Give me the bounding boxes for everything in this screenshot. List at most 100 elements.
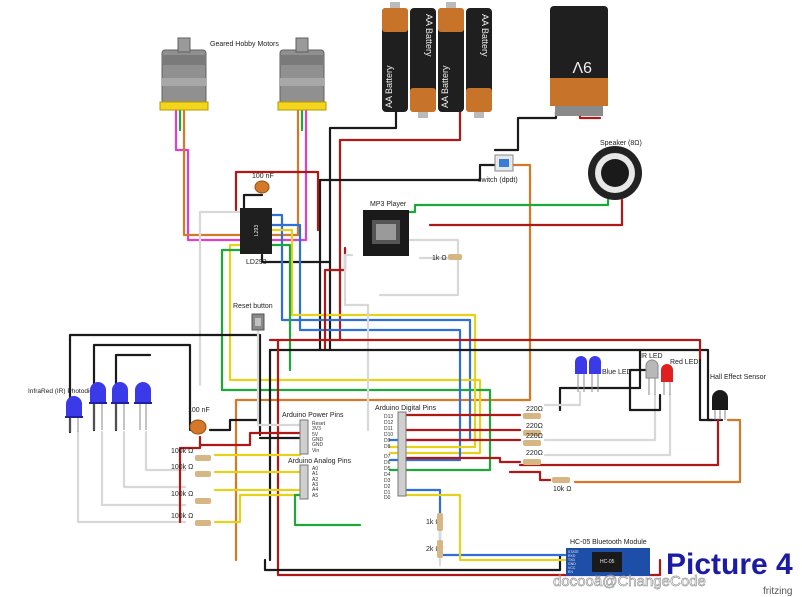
wire-bt-yellow (398, 493, 567, 562)
cap1-label: 100 nF (252, 173, 274, 180)
wire-speaker-green (403, 198, 610, 214)
ir-led-label: IR LED (640, 353, 663, 360)
wire-hall-red (518, 418, 720, 467)
wire-ld293-red-top (234, 170, 320, 232)
wire-9v-black (493, 110, 558, 152)
wire-switch-black (318, 163, 497, 352)
blue-led-label: Blue LED (602, 369, 632, 376)
svg-text:L293: L293 (254, 225, 260, 236)
aa-battery-1: AA Battery (382, 2, 408, 112)
svg-text:A5: A5 (312, 493, 318, 499)
svg-text:5V: 5V (312, 432, 319, 438)
svg-text:D9: D9 (384, 438, 391, 444)
resistor-10k (552, 477, 570, 483)
photodiode-3 (111, 382, 129, 430)
resistor-220-1 (523, 413, 541, 419)
resistor-2k-group: 2k Ω (426, 540, 443, 558)
wire-ld293-yellow (228, 243, 482, 455)
svg-text:HC-05: HC-05 (600, 559, 615, 565)
speaker (588, 146, 642, 200)
wire-pd-black-cap (208, 418, 262, 432)
svg-text:D3: D3 (384, 478, 391, 484)
wire-pd-yellow-4 (213, 493, 302, 524)
resistors-100k: 100k Ω 100k Ω 100k Ω 100k Ω (171, 448, 211, 526)
blue-led-1 (575, 356, 587, 392)
svg-text:AA Battery: AA Battery (424, 14, 434, 57)
bt-label: HC-05 Bluetooth Module (570, 539, 647, 546)
svg-text:AA Battery: AA Battery (480, 14, 490, 57)
svg-text:D0: D0 (384, 495, 391, 501)
wire-red-bottom (276, 338, 662, 577)
ld293-chip: L293 (240, 208, 272, 254)
wire-d-red-4 (398, 456, 522, 464)
resistor-220-3 (523, 440, 541, 446)
resistor-1k-bt-group: 1k Ω (426, 513, 443, 531)
mp3-player (363, 210, 409, 256)
digital-pins-label: Arduino Digital Pins (375, 405, 437, 412)
svg-text:D6: D6 (384, 460, 391, 466)
svg-text:A0: A0 (312, 466, 318, 472)
switch-dpdt[interactable] (494, 154, 514, 172)
arduino-analog-pins: Arduino Analog Pins A0 A1 A2 A3 A4 A5 (288, 458, 352, 500)
arduino-digital-pins: Arduino Digital Pins D13 D12 D11 D10 D9 … (375, 405, 437, 501)
battery-9v-label: 9V (572, 58, 592, 75)
svg-text:D13: D13 (384, 414, 393, 420)
aa-battery-3: AA Battery (438, 2, 464, 112)
wire-ld293-green (220, 248, 492, 472)
ld293-label: LD293 (246, 259, 267, 266)
cap2-label: 100 nF (188, 407, 210, 414)
wire-d-white-redled (543, 393, 672, 457)
hall-label: Hall Effect Sensor (710, 374, 767, 381)
svg-text:STATE: STATE (568, 550, 579, 554)
wire-motor2-orange (270, 106, 300, 237)
aa-battery-2: AA Battery (410, 8, 436, 118)
resistor-10k-group: 10k Ω (552, 477, 571, 493)
wire-pd-red (178, 435, 202, 524)
photodiode-4 (134, 382, 152, 430)
svg-text:D5: D5 (384, 466, 391, 472)
wire-motor1-magenta (174, 106, 242, 242)
r220-3-label: 220Ω (526, 433, 543, 440)
motor-left (159, 37, 209, 111)
svg-text:GND: GND (568, 562, 576, 566)
capacitor-2 (189, 419, 207, 435)
r100k-2-label: 100k Ω (171, 464, 193, 471)
svg-text:TXD: TXD (568, 558, 575, 562)
photodiode-1 (65, 396, 83, 432)
wire-d-white-irled (543, 393, 657, 442)
reset-button[interactable] (251, 313, 265, 331)
wire-ld293-yellow2 (270, 228, 477, 449)
svg-text:Vin: Vin (312, 448, 319, 454)
svg-text:3V3: 3V3 (312, 426, 321, 432)
wire-ld293-black-a (242, 193, 264, 212)
fritzing-brand: fritzing (763, 586, 792, 597)
wire-analog-green (293, 493, 362, 527)
ir-led (645, 359, 659, 395)
wire-ld293-black-b (260, 253, 332, 264)
resistor-100k-2 (195, 471, 211, 477)
power-pins-label: Arduino Power Pins (282, 412, 344, 419)
r220-4-label: 220Ω (526, 450, 543, 457)
r10k-label: 10k Ω (553, 486, 571, 493)
r1k-bt-label: 1k Ω (426, 519, 441, 526)
picture-title: Picture 4 (666, 548, 793, 581)
red-led (661, 364, 673, 395)
red-led-label: Red LED (670, 359, 698, 366)
reset-label: Reset button (233, 303, 273, 310)
wire-motor1-orange (182, 106, 242, 237)
aa-battery-pack: AA Battery AA Battery AA Battery AA Batt… (382, 2, 492, 118)
motors-label: Geared Hobby Motors (210, 41, 279, 48)
hall-sensor (712, 390, 728, 420)
wire-power-red (198, 431, 302, 447)
arduino-power-pins: Arduino Power Pins Reset 3V3 5V GND GND … (282, 412, 344, 455)
capacitor-1 (254, 180, 270, 194)
wire-mp3-red (323, 246, 347, 352)
resistor-1k-bt (437, 513, 443, 531)
wire-speaker-red (428, 198, 624, 227)
wire-ld293-green2 (270, 243, 292, 372)
blue-led-2 (589, 356, 601, 392)
wire-pd-white-1 (76, 430, 187, 524)
svg-text:D11: D11 (384, 426, 393, 432)
svg-text:AA Battery: AA Battery (384, 65, 394, 108)
